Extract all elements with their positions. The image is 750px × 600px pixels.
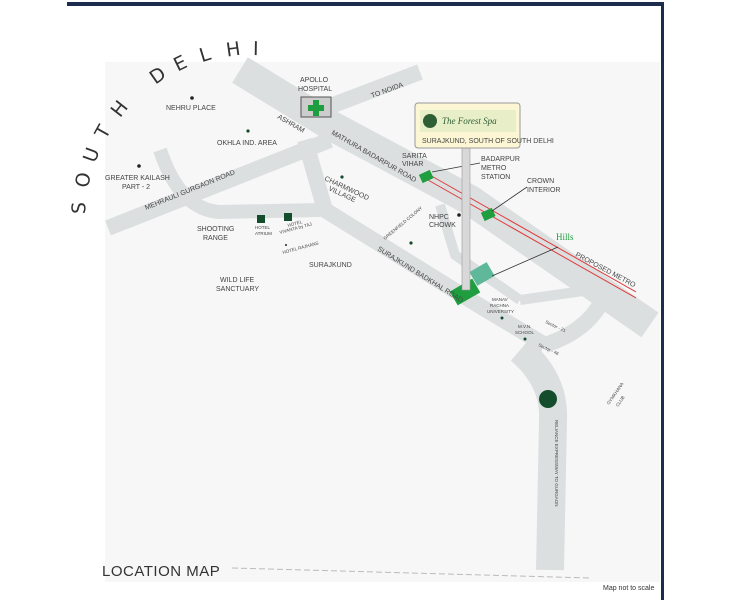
map-title: LOCATION MAP: [102, 563, 221, 580]
hotel-markers: [257, 213, 292, 223]
region-label-letter: U: [79, 143, 105, 165]
pointer-lines: [431, 162, 559, 277]
wildlife-label-1: WILD LIFE: [220, 277, 255, 284]
top-border: [67, 2, 664, 6]
billboard-pole: [461, 147, 471, 291]
surajkund-label: SURAJKUND: [309, 262, 352, 269]
expressway-label: RELIANCE EXPRESSWAY TO GURGAON: [554, 420, 559, 507]
mvn-label-1: M.V.N.: [518, 324, 531, 329]
metro-station-markers: [418, 169, 496, 222]
brand-logo-icon: [423, 114, 437, 128]
crown-label-1: CROWN: [527, 178, 554, 185]
gk-label-2: PART - 2: [122, 184, 150, 191]
mvn-label-2: SCHOOL: [515, 330, 535, 335]
roads: [105, 57, 659, 571]
mehrauli-gurgaon-road: [105, 132, 333, 236]
billboard-brand: The Forest Spa: [442, 116, 497, 126]
expressway-junction-marker: [539, 390, 557, 408]
atrium-label-2: ATRIUM: [255, 231, 272, 236]
manav-label-2: RACHNA: [490, 303, 509, 308]
billboard-banner: [420, 110, 516, 132]
road-to-noida: [317, 64, 423, 118]
badarpur-label-1: BADARPUR: [481, 156, 520, 163]
hills-logo: Hills: [556, 232, 574, 242]
shooting-label-2: RANGE: [203, 235, 228, 242]
shooting-range-road: [153, 147, 321, 219]
medical-cross-icon: [308, 100, 324, 116]
scale-note: Map not to scale: [603, 585, 655, 592]
dashed-divider: [231, 567, 591, 579]
project-site-marker: [469, 262, 495, 286]
wildlife-label-2: SANCTUARY: [216, 286, 259, 293]
apollo-label-1: APOLLO: [300, 77, 329, 84]
gymkhana-label-2: CLUB: [615, 395, 626, 408]
region-label-letter: I: [253, 38, 261, 60]
region-label-letter: H: [225, 38, 244, 62]
badarpur-label-3: STATION: [481, 174, 510, 181]
sarita-label-1: SARITA: [402, 153, 427, 160]
surajkund-badkhal-road: [297, 137, 550, 352]
sarita-label-2: VIHAR: [402, 161, 423, 168]
badarpur-label-2: METRO: [481, 165, 507, 172]
crown-label-2: INTERIOR: [527, 187, 560, 194]
okhla-label: OKHLA IND. AREA: [217, 140, 277, 147]
gk-label-1: GREATER KAILASH: [105, 175, 170, 182]
nhpc-label-1: NHPC: [429, 214, 449, 221]
manav-label-3: UNIVERSITY: [487, 309, 514, 314]
nhpc-road: [435, 203, 523, 305]
billboard-subtitle: SURAJKUND, SOUTH OF SOUTH DELHI: [422, 138, 554, 145]
shooting-label-1: SHOOTING: [197, 226, 234, 233]
inner-road: [519, 285, 591, 305]
reliance-expressway: [510, 339, 568, 571]
region-label-letter: S: [68, 200, 90, 215]
atrium-label-1: HOTEL: [255, 225, 271, 230]
vivanta-label-1: HOTEL: [287, 219, 303, 228]
nhpc-label-2: CHOWK: [429, 222, 456, 229]
nehru-place-label: NEHRU PLACE: [166, 105, 216, 112]
billboard-base-marker: [449, 278, 481, 306]
apollo-label-2: HOSPITAL: [298, 86, 332, 93]
landmark-dots: [137, 96, 527, 341]
manav-label-1: MANAV: [492, 297, 508, 302]
right-border: [661, 2, 664, 600]
mathura-road: [232, 57, 659, 338]
sector-road: [542, 291, 613, 353]
region-label-letter: O: [71, 169, 96, 190]
region-label-letter: L: [197, 42, 215, 67]
